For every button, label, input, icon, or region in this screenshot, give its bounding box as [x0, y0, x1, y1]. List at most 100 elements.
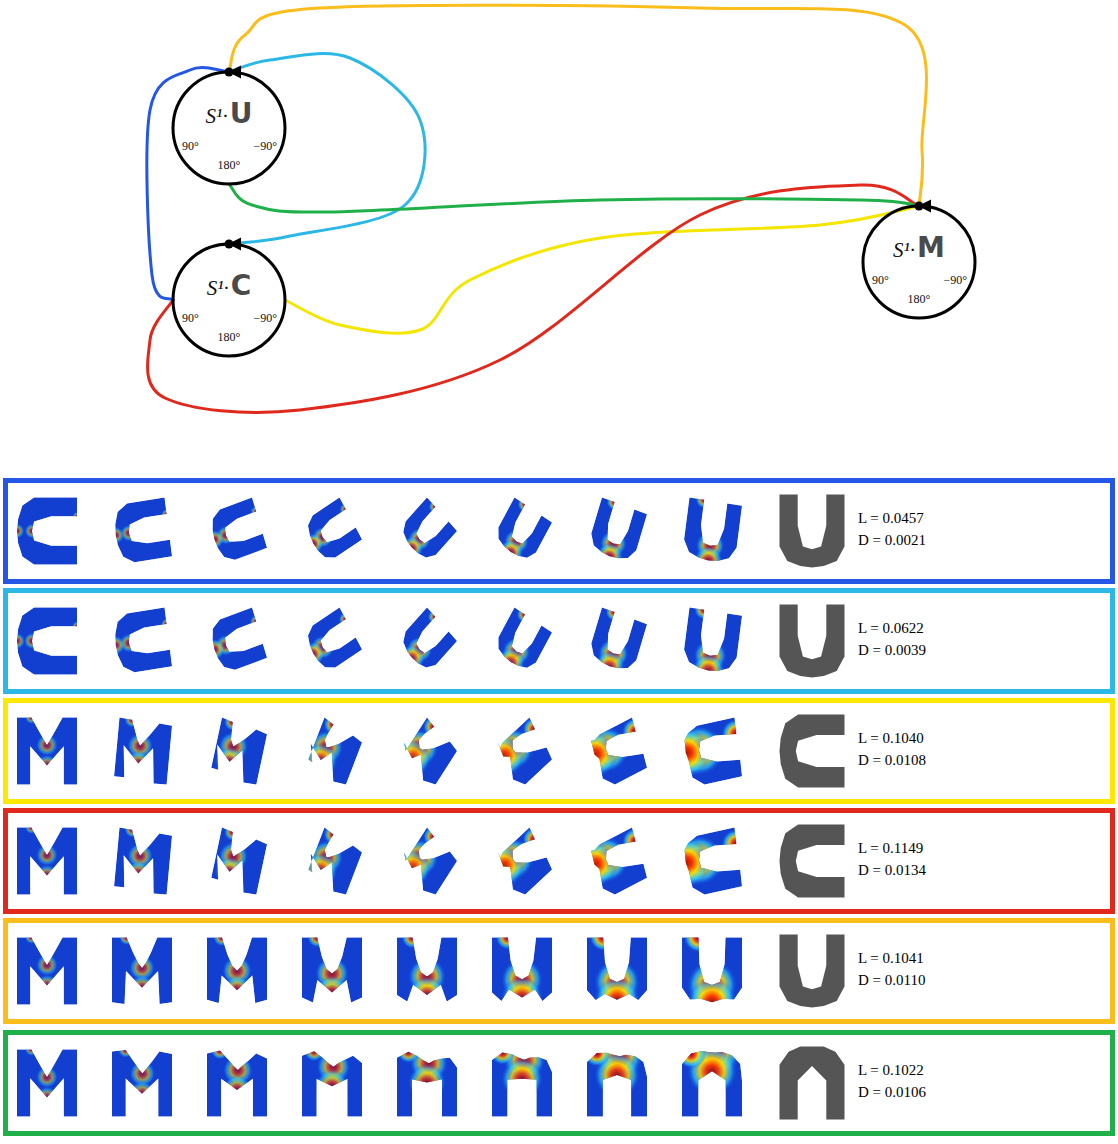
stress-spot: [429, 500, 443, 514]
direction-arrow: [228, 238, 241, 251]
score-value: L = 0.1041: [858, 947, 926, 969]
stress-spot: [607, 494, 623, 510]
shape-tint: [202, 931, 272, 1011]
shape-tint: [582, 601, 652, 681]
score-value: L = 0.1040: [858, 727, 926, 749]
angle-slot: 90°: [182, 308, 199, 326]
shape-tint: [487, 491, 557, 571]
stress-spot: [482, 845, 524, 887]
shape-tint: [487, 1043, 557, 1123]
stress-spot: [397, 1040, 420, 1063]
stress-spot: [393, 849, 431, 887]
stress-spot: [572, 732, 618, 778]
morph-frame: [107, 491, 177, 571]
shape-tint: [202, 491, 272, 571]
morph-frame: [661, 821, 752, 901]
angle-label: −90°: [253, 139, 277, 153]
shape-tint: [107, 711, 177, 791]
morph-frame: [202, 1042, 272, 1123]
angle-slot: 180°: [171, 155, 287, 173]
shape-tint: [677, 1043, 747, 1123]
circle-ring: [863, 206, 975, 318]
shape-tint: [487, 601, 557, 681]
stress-spot: [161, 618, 172, 629]
stress-spot: [684, 922, 714, 952]
morph-frame: [392, 926, 462, 1014]
stress-spot: [125, 751, 151, 777]
morph-frame: [297, 1041, 367, 1123]
angle-slot: 180°: [171, 327, 287, 345]
morph-frame: [107, 711, 177, 791]
morph-row-frame: L = 0.1022D = 0.0106: [3, 1030, 1115, 1136]
target-shape: [780, 825, 845, 898]
angle-slot: 90°: [872, 270, 889, 288]
direction-arrow: [918, 200, 931, 213]
stress-spot: [522, 827, 547, 852]
stress-spot: [205, 530, 224, 549]
stress-spot: [596, 543, 623, 570]
stress-spot: [25, 524, 40, 539]
morph-frame: [392, 821, 462, 901]
morph-frame: [107, 1042, 177, 1123]
stress-spot: [222, 1075, 252, 1105]
morph-frame: [392, 491, 462, 571]
stress-spot: [204, 639, 225, 660]
morph-frame: [661, 711, 752, 791]
shape-tint: [107, 491, 177, 571]
score-value: D = 0.0106: [858, 1081, 926, 1103]
stress-spot: [106, 636, 125, 655]
morph-row-frame: L = 0.1040D = 0.0108: [3, 698, 1115, 804]
stress-spot: [36, 954, 58, 976]
morph-frame: [12, 931, 82, 1011]
stress-spot: [36, 1066, 58, 1088]
target-shape: [780, 495, 845, 568]
score-value: D = 0.0110: [858, 969, 926, 991]
angle-label: 180°: [908, 292, 931, 306]
morph-frame: [582, 601, 652, 682]
stress-spot: [224, 713, 242, 731]
circle-ring: [173, 72, 285, 184]
target-shape: [780, 935, 845, 1008]
morph-frame: [582, 924, 652, 1023]
morph-frame: [297, 711, 367, 791]
shape-tint: [107, 1043, 177, 1123]
stress-spot: [36, 974, 58, 996]
shape-tint: [202, 821, 272, 901]
transition-curve: [229, 54, 425, 244]
morph-frame: [487, 925, 557, 1019]
shape-tint: [12, 821, 82, 901]
morph-row-frame: L = 0.0622D = 0.0039: [3, 588, 1115, 694]
stress-spot: [129, 975, 155, 1001]
stress-spot: [124, 712, 140, 728]
circle-ring: [173, 244, 285, 356]
angle-label: −90°: [253, 311, 277, 325]
shape-tint: [582, 711, 652, 791]
stress-spot: [25, 1043, 38, 1056]
stress-spot: [25, 931, 38, 944]
circle-heading: S¹·C: [171, 269, 287, 307]
score-block: L = 0.1149D = 0.0134: [858, 837, 926, 881]
state-circle: S¹·U90°−90°180°: [171, 70, 287, 186]
stress-spot: [36, 1086, 58, 1108]
angle-slot: −90°: [943, 270, 967, 288]
morph-frame: [106, 601, 177, 681]
stress-spot: [572, 842, 618, 888]
morph-frame: [9, 601, 82, 681]
transition-curve: [147, 185, 919, 413]
stress-spot: [107, 527, 124, 544]
stress-spot: [251, 506, 262, 517]
stress-spot: [517, 606, 534, 623]
morph-frame: [582, 491, 652, 571]
morph-row-frame: L = 0.0457D = 0.0021: [3, 478, 1115, 584]
morph-frame: [572, 711, 653, 791]
shape-tint: [202, 711, 272, 791]
stress-spot: [339, 612, 353, 626]
transition-curve: [285, 206, 919, 333]
shape-tint: [392, 931, 462, 1011]
shape-tint: [12, 1043, 82, 1123]
target-shape: [780, 605, 845, 678]
morph-frame: [297, 491, 367, 571]
stress-spot: [605, 603, 623, 621]
letter-name: C: [231, 269, 252, 302]
